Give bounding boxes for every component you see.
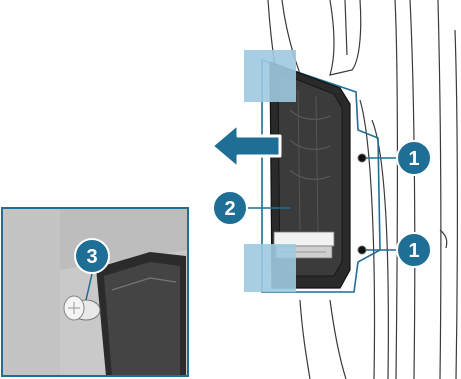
callout-2: 2 — [213, 191, 247, 225]
grip-area-top — [244, 50, 296, 102]
fastener-upper — [358, 154, 366, 162]
callout-3: 3 — [75, 239, 109, 273]
arrow-left-icon — [212, 124, 280, 168]
callout-1-upper-label: 1 — [408, 148, 419, 170]
callout-1-lower: 1 — [397, 233, 431, 267]
grip-area-bottom — [244, 244, 296, 292]
callout-1-upper: 1 — [397, 141, 431, 175]
callout-3-label: 3 — [86, 246, 97, 268]
fastener-lower — [358, 246, 366, 254]
callout-2-label: 2 — [224, 198, 235, 220]
callout-1-lower-label: 1 — [408, 240, 419, 262]
detail-inset — [2, 208, 188, 376]
